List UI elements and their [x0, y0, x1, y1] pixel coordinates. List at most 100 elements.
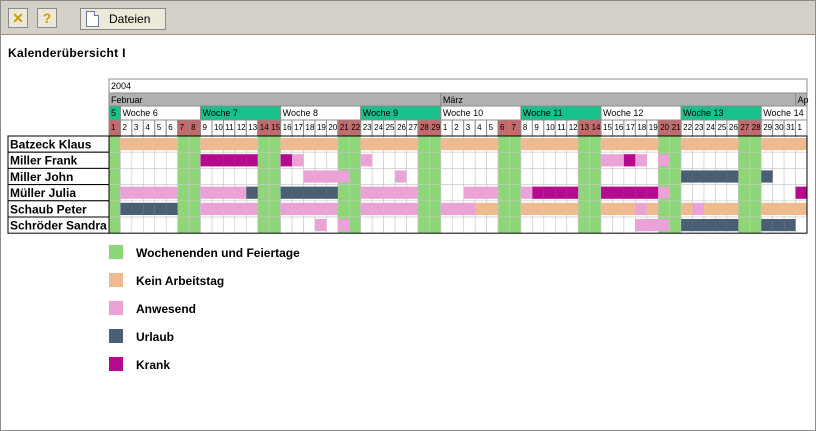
close-x-icon[interactable]: ✕	[8, 8, 28, 28]
status-mark-anwesend	[635, 154, 647, 167]
day-status-cell	[463, 151, 476, 169]
day-status-cell	[738, 216, 751, 234]
day-number: 10	[214, 123, 223, 132]
help-question-icon[interactable]: ?	[37, 8, 57, 28]
status-mark-anwesend	[280, 202, 293, 215]
status-mark-urlaub	[692, 170, 705, 183]
status-mark-kein_arbeitstag	[795, 202, 807, 215]
day-status-cell	[566, 168, 579, 185]
day-status-cell	[577, 151, 590, 169]
status-mark-kein_arbeitstag	[726, 138, 739, 151]
status-mark-urlaub	[314, 186, 327, 199]
day-status-cell	[406, 168, 419, 185]
day-status-cell	[131, 151, 144, 169]
day-status-cell	[165, 168, 178, 185]
status-mark-kein_arbeitstag	[704, 138, 716, 151]
day-status-cell	[726, 151, 739, 169]
day-number: 22	[683, 123, 692, 132]
day-status-cell	[520, 216, 533, 234]
status-mark-anwesend	[440, 202, 453, 215]
status-mark-kein_arbeitstag	[326, 138, 338, 151]
day-status-cell	[348, 135, 362, 153]
status-mark-krank	[646, 186, 659, 199]
day-status-cell	[394, 216, 407, 234]
day-status-cell	[326, 151, 339, 169]
employee-name: Schaub Peter	[10, 202, 87, 216]
day-status-cell	[600, 168, 613, 185]
day-status-cell	[497, 168, 510, 185]
day-status-cell	[337, 151, 350, 169]
day-status-cell	[738, 200, 751, 218]
status-mark-kein_arbeitstag	[601, 138, 613, 151]
legend-label: Urlaub	[136, 330, 175, 344]
day-status-cell	[772, 168, 785, 185]
status-mark-kein_arbeitstag	[623, 202, 636, 215]
day-status-cell	[760, 151, 773, 169]
day-status-cell	[577, 135, 590, 153]
status-mark-anwesend	[326, 202, 338, 215]
day-status-cell	[795, 151, 808, 169]
status-mark-urlaub	[681, 219, 693, 232]
day-number: 6	[500, 123, 505, 132]
day-status-cell	[417, 168, 430, 185]
status-mark-kein_arbeitstag	[166, 138, 178, 151]
day-status-cell	[268, 184, 281, 202]
employee-name: Miller Frank	[10, 154, 78, 168]
day-status-cell	[532, 216, 545, 234]
status-mark-kein_arbeitstag	[715, 202, 727, 215]
status-mark-anwesend	[372, 186, 384, 199]
day-status-cell	[738, 168, 751, 185]
status-mark-urlaub	[704, 219, 716, 232]
day-status-cell	[406, 151, 419, 169]
day-status-cell	[257, 200, 270, 218]
employee-name: Batzeck Klaus	[10, 138, 92, 152]
day-status-cell	[783, 168, 796, 185]
day-number: 28	[752, 123, 761, 132]
status-mark-anwesend	[360, 154, 373, 167]
day-number: 10	[546, 123, 555, 132]
day-status-cell	[646, 168, 659, 185]
day-status-cell	[371, 151, 384, 169]
day-number: 4	[145, 123, 150, 132]
day-status-cell	[303, 216, 316, 234]
day-status-cell	[417, 135, 430, 153]
day-number: 3	[134, 123, 139, 132]
status-mark-anwesend	[646, 219, 659, 232]
day-status-cell	[738, 135, 751, 153]
day-number: 9	[534, 123, 539, 132]
day-status-cell	[749, 168, 762, 185]
status-mark-urlaub	[154, 202, 167, 215]
day-status-cell	[348, 168, 362, 185]
status-mark-anwesend	[166, 186, 178, 199]
day-status-cell	[268, 168, 281, 185]
status-mark-krank	[623, 186, 636, 199]
status-mark-anwesend	[452, 202, 464, 215]
day-status-cell	[188, 135, 201, 153]
status-mark-kein_arbeitstag	[532, 202, 544, 215]
day-status-cell	[337, 200, 350, 218]
status-mark-anwesend	[292, 202, 304, 215]
day-status-cell	[188, 168, 201, 185]
legend-item-anwesend: Anwesend	[109, 301, 409, 317]
status-mark-anwesend	[337, 170, 350, 183]
day-status-cell	[177, 168, 190, 185]
day-status-cell	[108, 216, 121, 234]
day-status-cell	[451, 184, 465, 202]
status-mark-kein_arbeitstag	[543, 138, 556, 151]
toolbar: ✕ ? Dateien	[1, 1, 815, 35]
day-number: 17	[626, 123, 635, 132]
status-mark-kein_arbeitstag	[475, 138, 487, 151]
day-status-cell	[772, 184, 785, 202]
status-mark-kein_arbeitstag	[566, 202, 579, 215]
day-status-cell	[154, 216, 167, 234]
day-number: 21	[672, 123, 681, 132]
day-status-cell	[680, 184, 693, 202]
status-mark-kein_arbeitstag	[211, 138, 224, 151]
day-status-cell	[474, 151, 487, 169]
day-number: 11	[225, 123, 234, 132]
day-status-cell	[383, 151, 396, 169]
day-status-cell	[463, 216, 476, 234]
day-status-cell	[795, 216, 808, 234]
files-button[interactable]: Dateien	[80, 8, 166, 30]
day-status-cell	[589, 200, 602, 218]
